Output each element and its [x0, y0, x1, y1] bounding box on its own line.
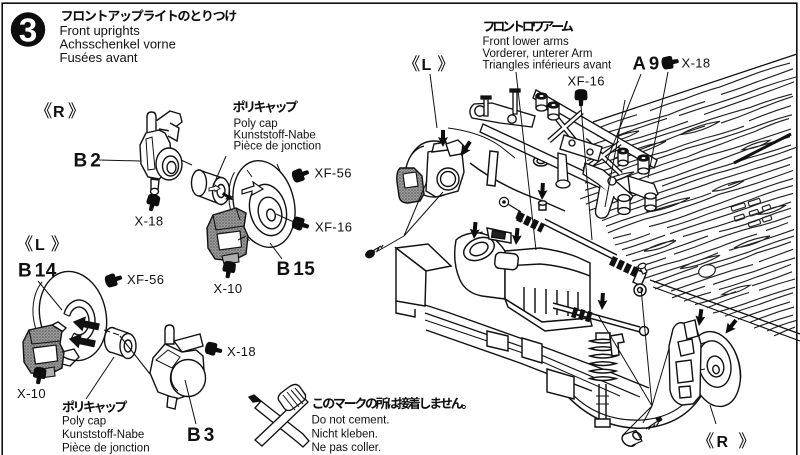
svg-text:XF-56: XF-56	[315, 166, 352, 181]
svg-text:Ne pas coller.: Ne pas coller.	[312, 442, 382, 454]
svg-text:Kunststoff-Nabe: Kunststoff-Nabe	[234, 129, 316, 141]
svg-text:X-10: X-10	[17, 386, 46, 401]
svg-text:Do not cement.: Do not cement.	[312, 415, 390, 427]
svg-text:Poly cap: Poly cap	[234, 118, 278, 130]
svg-text:Poly cap: Poly cap	[62, 416, 106, 428]
svg-text:3: 3	[19, 11, 37, 48]
svg-text:X-18: X-18	[682, 56, 711, 71]
svg-text:B2: B2	[74, 151, 102, 172]
svg-text:XF-16: XF-16	[568, 74, 605, 89]
svg-text:Fusées avant: Fusées avant	[60, 50, 138, 65]
svg-text:B14: B14	[18, 261, 57, 282]
svg-text:L: L	[422, 57, 432, 74]
svg-text:A9: A9	[633, 53, 660, 74]
svg-text:Pièce de jonction: Pièce de jonction	[62, 443, 150, 455]
svg-text:L: L	[35, 237, 45, 254]
svg-text:Achsschenkel vorne: Achsschenkel vorne	[60, 37, 176, 52]
svg-text:Front lower arms: Front lower arms	[483, 36, 570, 48]
svg-text:B3: B3	[187, 425, 215, 446]
svg-text:Triangles inférieurs avant: Triangles inférieurs avant	[483, 60, 612, 72]
svg-text:Kunststoff-Nabe: Kunststoff-Nabe	[62, 429, 144, 441]
svg-text:Front uprights: Front uprights	[60, 23, 141, 38]
svg-text:XF-16: XF-16	[315, 220, 352, 235]
svg-text:Pièce de jonction: Pièce de jonction	[234, 141, 322, 153]
svg-text:X-18: X-18	[227, 344, 256, 359]
svg-text:X-18: X-18	[135, 214, 164, 229]
svg-text:XF-56: XF-56	[127, 272, 164, 287]
svg-text:B15: B15	[277, 259, 316, 280]
svg-text:Nicht kleben.: Nicht kleben.	[312, 429, 378, 441]
svg-text:X-10: X-10	[214, 281, 243, 296]
svg-text:R: R	[53, 104, 65, 121]
svg-text:Vorderer, unterer Arm: Vorderer, unterer Arm	[483, 48, 593, 60]
svg-text:R: R	[717, 434, 729, 451]
